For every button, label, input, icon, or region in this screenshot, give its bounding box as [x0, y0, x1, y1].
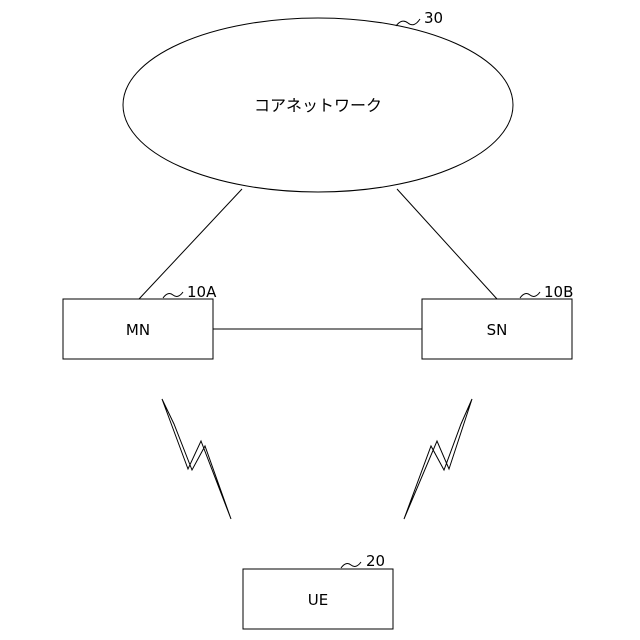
core-network-ref: 30 [424, 9, 443, 27]
core-network-label: コアネットワーク [254, 96, 382, 115]
core-sn-link [397, 189, 497, 299]
mn-ue-radio-link-icon [162, 399, 231, 519]
ue-ref: 20 [366, 552, 385, 570]
ue-leader-line [341, 562, 361, 568]
sn-ue-radio-link-icon [404, 399, 472, 519]
mn-ref: 10A [187, 283, 217, 301]
mn-leader-line [163, 292, 183, 298]
mn-label: MN [126, 321, 150, 339]
core-network-leader-line [396, 19, 420, 26]
ue-label: UE [308, 591, 328, 609]
sn-leader-line [520, 292, 540, 298]
sn-label: SN [487, 321, 508, 339]
sn-ref: 10B [544, 283, 573, 301]
